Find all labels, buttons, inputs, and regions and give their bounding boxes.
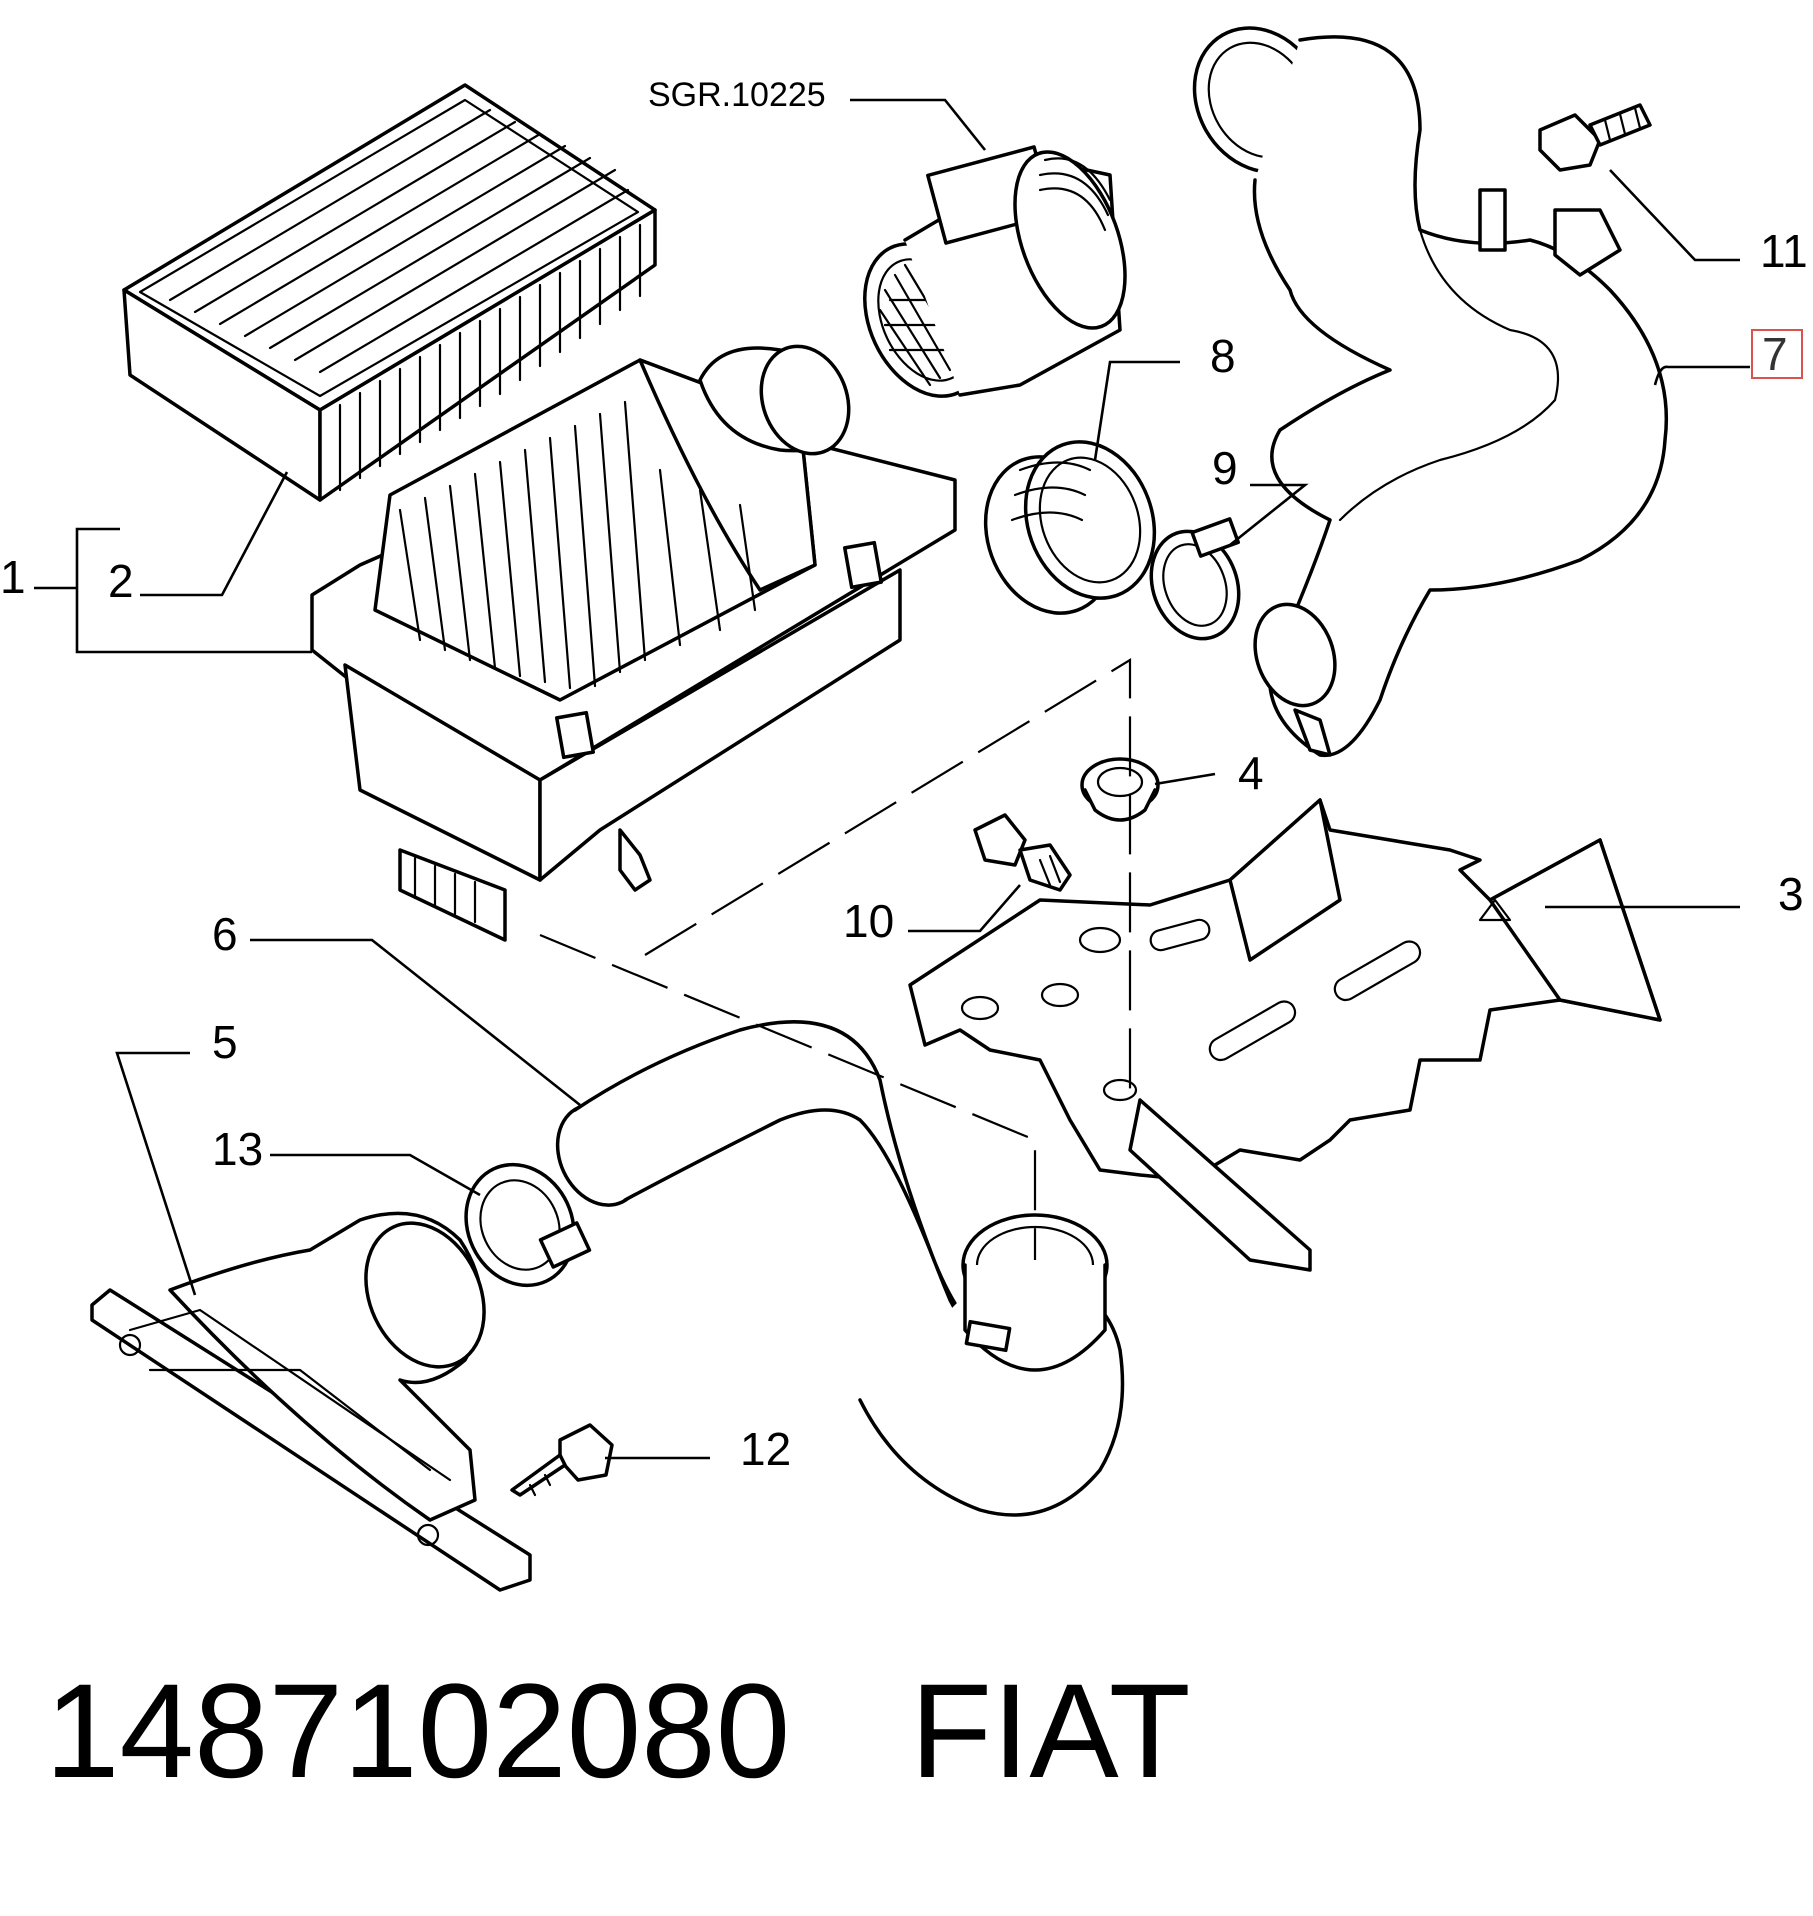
callout-10: 10: [843, 895, 894, 947]
hose-clamp-upper: [1149, 517, 1241, 641]
callout-11: 11: [1760, 225, 1808, 277]
callout-2: 2: [108, 555, 134, 607]
part-number: 1487102080: [45, 1657, 791, 1806]
brand-name: FIAT: [910, 1657, 1191, 1806]
assembly-lines: [539, 658, 1132, 1260]
callout-5: 5: [212, 1016, 238, 1068]
callout-1: 1: [0, 551, 26, 603]
callout-8: 8: [1210, 330, 1236, 382]
highlight-box-7: [1751, 329, 1803, 379]
rubber-sleeve: [983, 440, 1157, 615]
stud-bolt: [973, 813, 1072, 892]
air-filter-housing: [310, 344, 957, 942]
rubber-grommet: [1080, 757, 1160, 822]
fixing-screw: [510, 1423, 614, 1497]
inlet-air-duct: [1192, 26, 1669, 758]
air-intake-scoop: [90, 1211, 532, 1592]
air-filter-element: [122, 83, 657, 502]
mass-air-flow-meter: [863, 145, 1127, 398]
reference-label-sgr: SGR.10225: [648, 76, 826, 114]
callout-13: 13: [212, 1123, 263, 1175]
callout-12: 12: [740, 1423, 791, 1475]
callout-9: 9: [1212, 442, 1238, 494]
callout-labels: SGR.10225 1 2 3 4 5 6 7 8 9 10 11 12 13: [0, 76, 1808, 1475]
hose-clamp-lower: [464, 1162, 592, 1288]
air-intake-duct: [555, 1020, 1125, 1517]
bolt-top-right: [1538, 103, 1652, 172]
callout-4: 4: [1238, 747, 1264, 799]
callout-6: 6: [212, 908, 238, 960]
leader-lines: [34, 98, 1750, 1460]
mounting-bracket: [908, 798, 1662, 1272]
callout-7: 7: [1762, 328, 1788, 380]
callout-3: 3: [1778, 868, 1804, 920]
